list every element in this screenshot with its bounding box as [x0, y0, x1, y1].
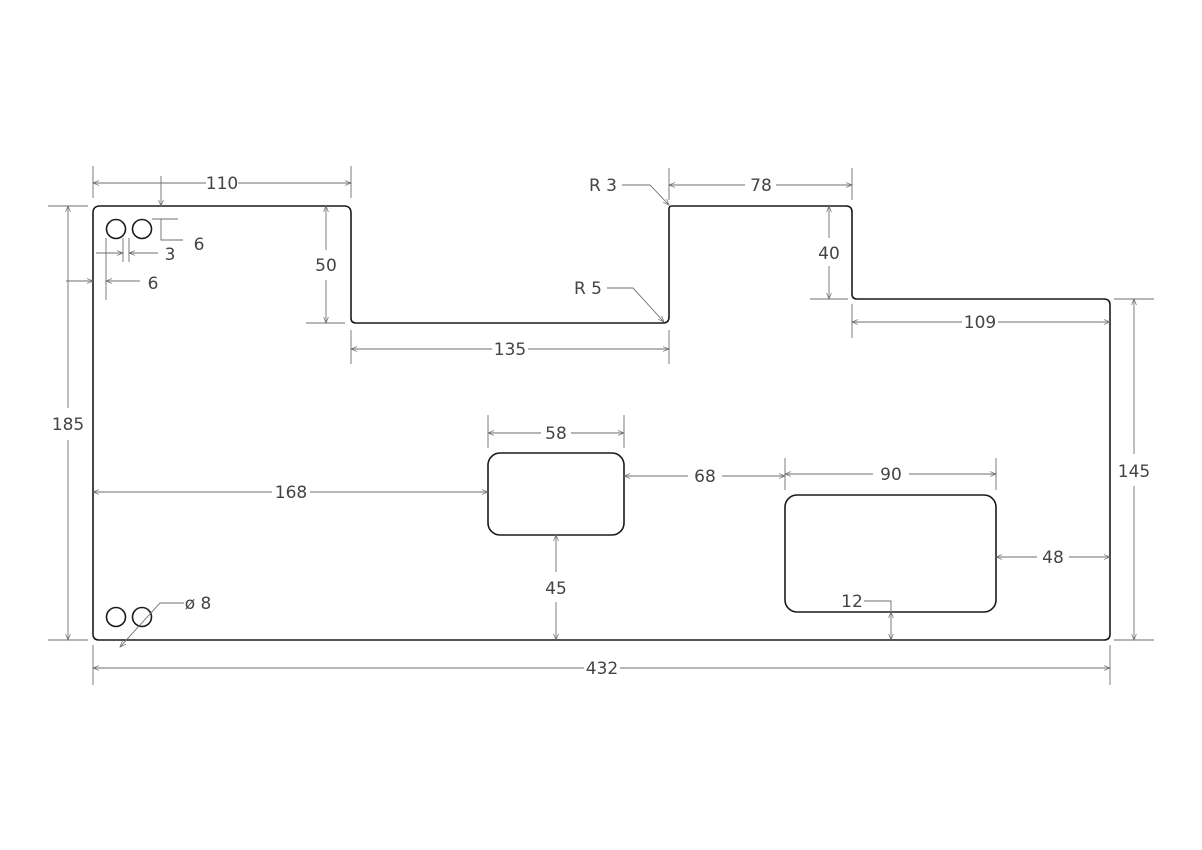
label-cutout-large-width: 90 [880, 465, 902, 485]
label-total-width: 432 [586, 659, 618, 679]
label-notch-width: 135 [494, 340, 526, 360]
label-hole-spacing-h: 6 [148, 274, 159, 294]
label-top-left-width: 110 [206, 174, 238, 194]
dim-total-width: 432 [92, 645, 1111, 685]
dim-cutout-spacing: 68 [623, 458, 786, 490]
dim-hole-spacing-v: 6 [152, 176, 204, 255]
label-cutout-small-width: 58 [545, 424, 567, 444]
label-right-step-width: 78 [750, 176, 772, 196]
label-hole-diameter: ø 8 [185, 594, 212, 614]
dim-cutout-small-offset-bottom: 45 [545, 534, 567, 641]
dim-notch-depth: 50 [306, 205, 345, 324]
hole-top-left-1 [105, 218, 127, 240]
leader-radius-inner: R 5 [574, 279, 665, 323]
dim-hole-offset: 3 [96, 238, 175, 265]
label-cutout-spacing: 68 [694, 467, 716, 487]
leader-radius-outer: R 3 [589, 176, 670, 206]
label-right-section-width: 109 [964, 313, 996, 333]
dim-right-step-width: 78 [668, 168, 853, 200]
label-cutout-large-offset-right: 48 [1042, 548, 1064, 568]
hole-bottom-left-2 [131, 606, 153, 628]
dim-cutout-large-width: 90 [784, 458, 997, 490]
cutout-small [487, 452, 625, 536]
dim-hole-spacing-h: 6 [66, 238, 158, 300]
dim-cutout-large-offset-bottom: 12 [841, 592, 894, 641]
dim-top-left-width: 110 [92, 166, 352, 198]
hole-top-left-2 [131, 218, 153, 240]
label-hole-spacing-v: 6 [194, 235, 205, 255]
label-radius-inner: R 5 [574, 279, 602, 299]
label-radius-outer: R 3 [589, 176, 617, 196]
label-cutout-large-offset-bottom: 12 [841, 592, 863, 612]
dim-total-height: 185 [48, 205, 88, 641]
leader-hole-diameter: ø 8 [119, 594, 212, 648]
label-right-step-depth: 40 [818, 244, 840, 264]
label-notch-depth: 50 [315, 256, 337, 276]
dim-right-section-width: 109 [851, 304, 1111, 338]
dim-right-step-depth: 40 [810, 205, 848, 300]
label-right-height: 145 [1118, 462, 1150, 482]
hole-bottom-left-1 [105, 606, 127, 628]
cutout-large [784, 494, 997, 613]
part-outline [92, 205, 1111, 641]
dim-cutout-large-offset-right: 48 [995, 548, 1111, 568]
label-cutout-small-offset-x: 168 [275, 483, 307, 503]
dim-right-height: 145 [1114, 298, 1154, 641]
label-total-height: 185 [52, 415, 84, 435]
label-cutout-small-offset-bottom: 45 [545, 579, 567, 599]
dim-cutout-small-offset-x: 168 [92, 483, 489, 503]
dim-cutout-small-width: 58 [487, 415, 625, 448]
dim-notch-width: 135 [350, 330, 670, 364]
label-hole-offset: 3 [165, 245, 176, 265]
